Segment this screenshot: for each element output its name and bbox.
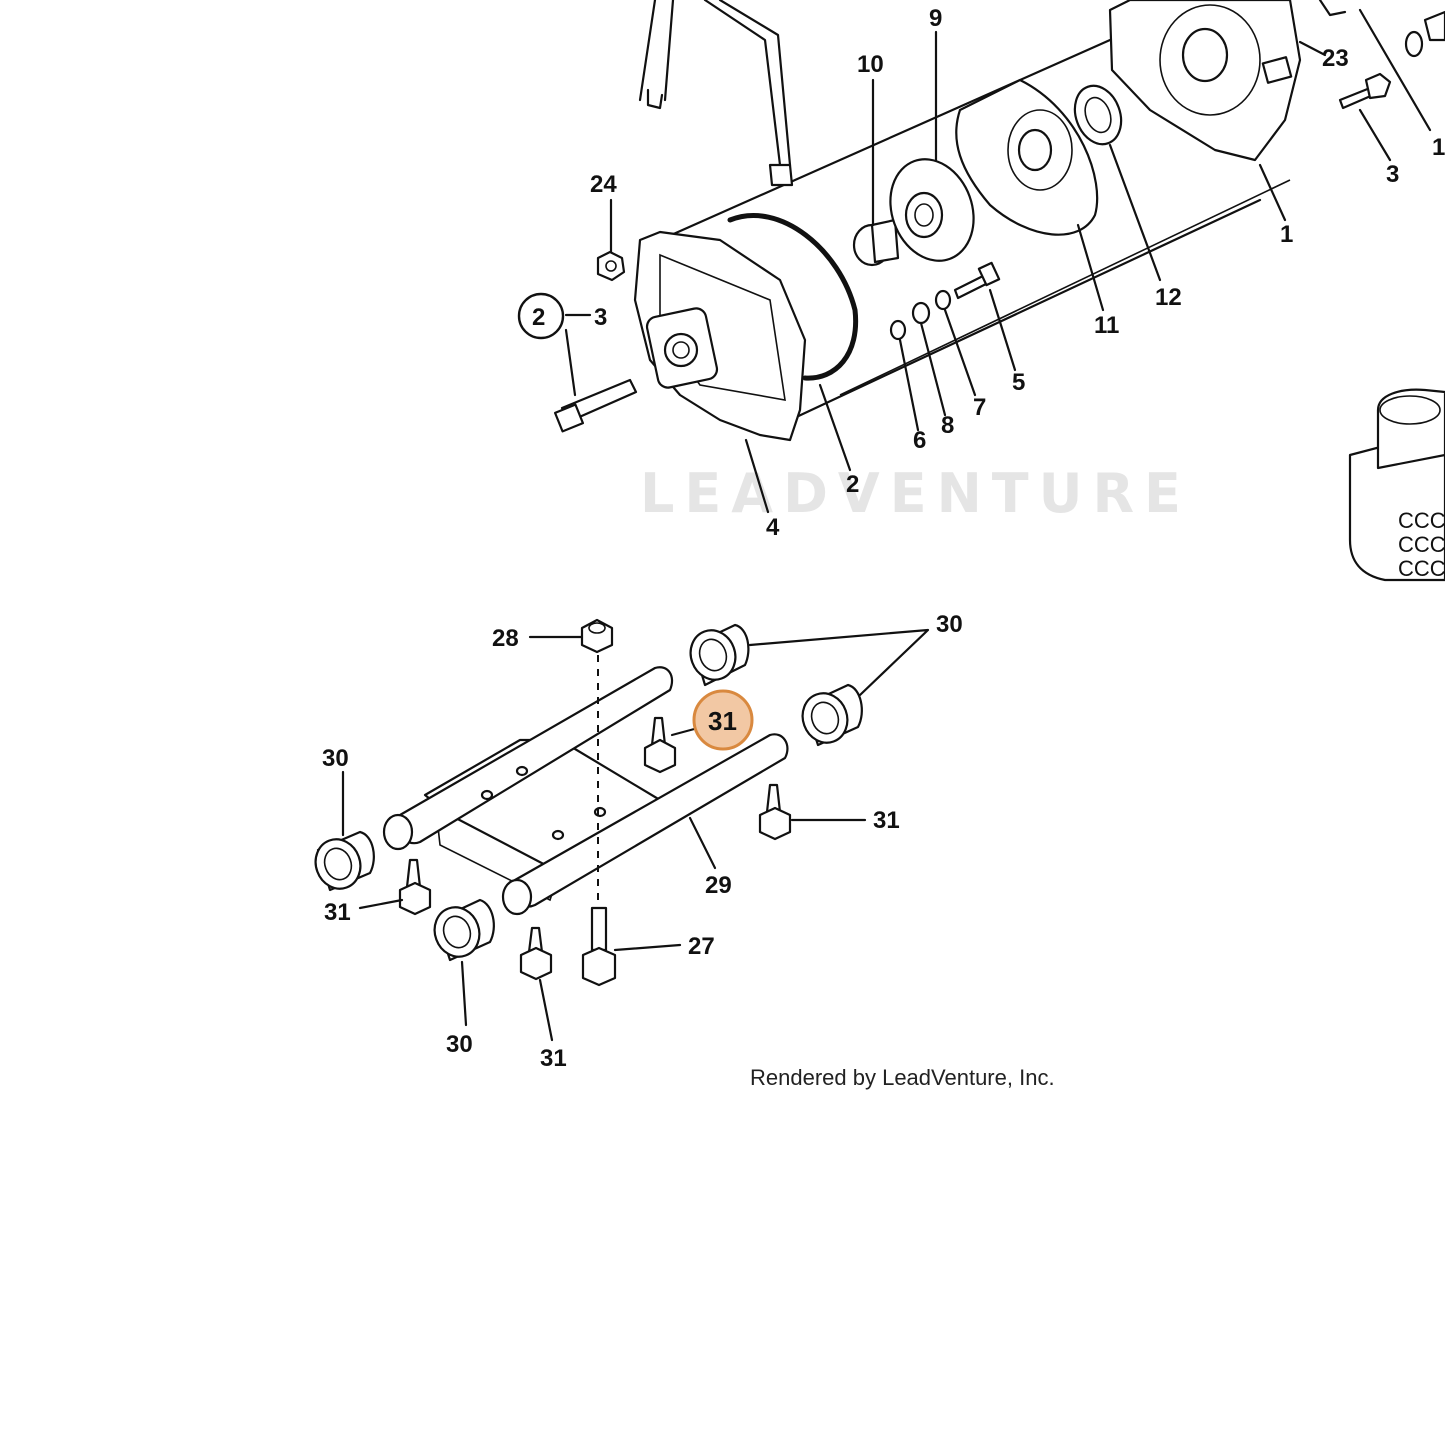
svg-text:CCC: CCC — [1398, 508, 1445, 533]
lower-bracket-assembly — [314, 618, 930, 1042]
o-ring-part-2 — [727, 213, 859, 381]
callout-1-edge: 1 — [1432, 134, 1445, 161]
callout-30-left: 30 — [322, 745, 349, 772]
impeller-housing-part-11 — [955, 78, 1099, 236]
washer-part-6 — [889, 319, 907, 341]
screw-part-31-right — [758, 783, 792, 841]
callout-23: 23 — [1322, 45, 1349, 72]
callout-30-bottom: 30 — [446, 1031, 473, 1058]
spacer-part-30-top-right — [801, 683, 863, 747]
callout-31-bottom: 31 — [540, 1045, 567, 1072]
upper-pump-assembly: CCC CCC CCC — [553, 0, 1445, 582]
screw-part-31-bottom — [519, 926, 553, 981]
credit-text: Rendered by LeadVenture, Inc. — [750, 1065, 1055, 1090]
callout-31-right: 31 — [873, 807, 900, 834]
svg-text:CCC: CCC — [1398, 532, 1445, 557]
spacer-part-30-bottom — [433, 898, 495, 962]
callout-27: 27 — [688, 933, 715, 960]
callout-6: 6 — [913, 427, 926, 454]
nut-part-24 — [596, 250, 626, 282]
callout-3-left: 3 — [594, 304, 607, 331]
callout-12: 12 — [1155, 284, 1182, 311]
screw-part-31-left — [398, 858, 432, 916]
cover-part-4 — [633, 230, 807, 442]
callout-31-highlighted: 31 — [708, 706, 737, 736]
callout-5: 5 — [1012, 369, 1025, 396]
filter-cylinder-part: CCC CCC CCC — [1348, 388, 1445, 582]
callout-3-right: 3 — [1386, 161, 1399, 188]
highlight-callout-31[interactable] — [692, 689, 754, 751]
bolt-part-3-left — [553, 378, 638, 433]
callout-29: 29 — [705, 872, 732, 899]
callout-2-circled: 2 — [532, 304, 545, 331]
callout-31-left: 31 — [324, 899, 351, 926]
washer-part-7 — [934, 289, 952, 311]
callout-9: 9 — [929, 5, 942, 32]
tube-part — [638, 0, 675, 102]
svg-text:CCC: CCC — [1398, 556, 1445, 581]
callout-30-top: 30 — [936, 611, 963, 638]
seal-part-12 — [1073, 84, 1123, 146]
nut-part-28 — [580, 618, 614, 654]
spacer-part-30-left — [314, 830, 375, 892]
callout-7: 7 — [973, 394, 986, 421]
bolt-part-27 — [581, 906, 617, 987]
plug-part-10 — [852, 218, 900, 267]
callout-24: 24 — [590, 171, 617, 198]
circled-callout-2 — [517, 292, 565, 340]
callout-10: 10 — [857, 51, 884, 78]
spacer-part-30-top-left — [689, 623, 750, 687]
callout-8: 8 — [941, 412, 954, 439]
housing-part-1 — [1108, 0, 1302, 162]
screw-part-5 — [953, 261, 1001, 300]
screw-part-31-highlighted — [643, 716, 677, 774]
callout-11: 11 — [1094, 312, 1119, 339]
disc-part-9 — [889, 158, 975, 262]
callout-4: 4 — [766, 514, 780, 541]
callout-1: 1 — [1280, 221, 1293, 248]
watermark: LEADVENTURE — [640, 462, 1191, 525]
callout-2: 2 — [846, 471, 859, 498]
bolt-part-3-right — [1338, 72, 1392, 110]
callout-28: 28 — [492, 625, 519, 652]
washer-part-8 — [911, 301, 931, 325]
